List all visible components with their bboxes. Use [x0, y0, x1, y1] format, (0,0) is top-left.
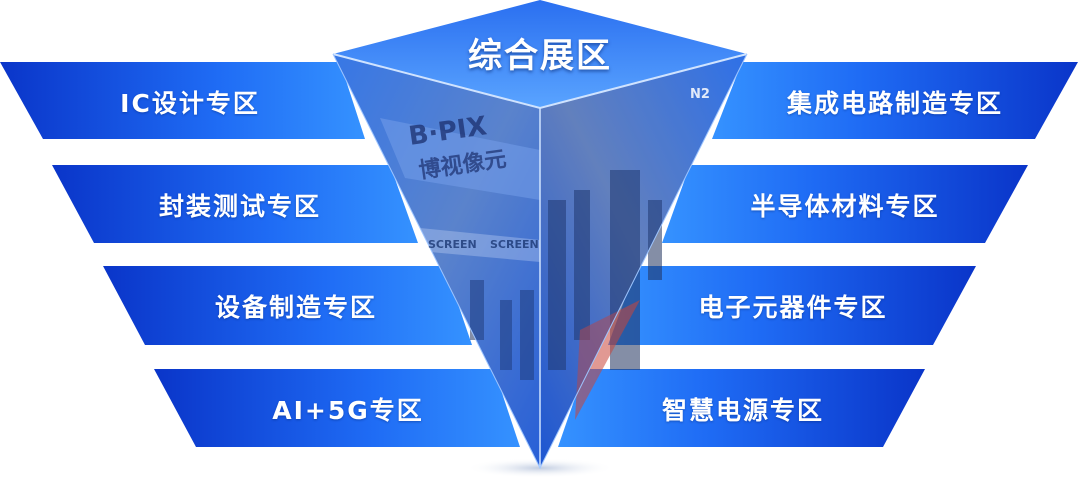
- bar-right-3[interactable]: [608, 266, 976, 345]
- center-pyramid[interactable]: [332, 0, 748, 470]
- hall-sign-text: N2: [690, 87, 710, 102]
- carpet-accent: [575, 300, 640, 420]
- bar-right-1[interactable]: [712, 62, 1078, 139]
- bar-left-1[interactable]: [0, 62, 365, 139]
- screen-brand-text-1: SCREEN: [428, 238, 477, 251]
- bar-right-2[interactable]: [662, 165, 1028, 243]
- bar-right-4[interactable]: [558, 369, 925, 447]
- screen-brand-text-2: SCREEN: [490, 238, 539, 251]
- left-zone-bars: [0, 62, 520, 447]
- booth-panel: [380, 118, 540, 200]
- screen-banner: [420, 228, 540, 262]
- right-zone-bars: [558, 62, 1078, 447]
- bar-left-4[interactable]: [154, 369, 520, 447]
- bar-left-3[interactable]: [103, 266, 472, 345]
- bar-left-2[interactable]: [52, 165, 418, 243]
